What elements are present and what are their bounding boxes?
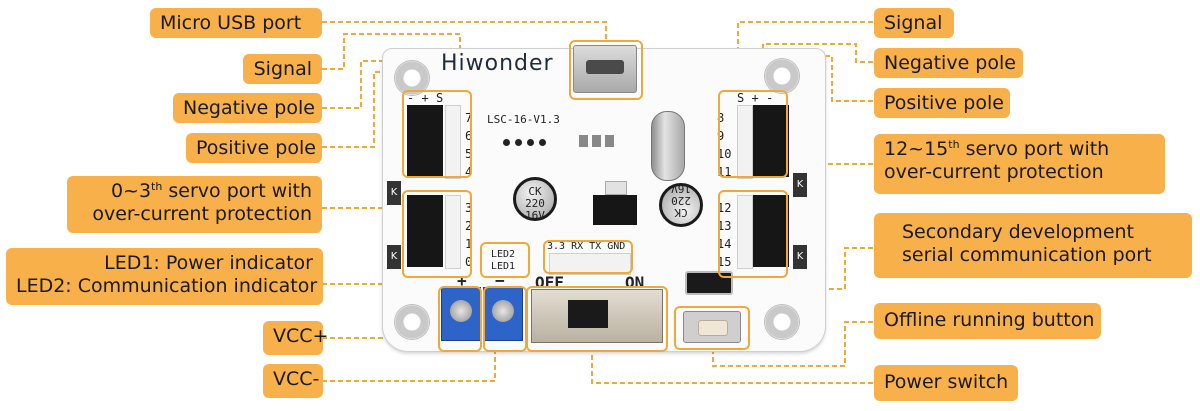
label-signal-left: Signal <box>243 54 322 84</box>
offline-running-button[interactable] <box>683 311 741 343</box>
fuse-bottom <box>685 271 733 295</box>
label-vcc-minus: VCC- <box>263 364 323 398</box>
terminal-minus-label: − <box>495 271 505 290</box>
leader-offline <box>712 321 873 367</box>
label-signal-right: Signal <box>874 8 954 38</box>
highlight-vcc-minus <box>483 286 527 352</box>
highlight-servo-12-15 <box>718 190 788 278</box>
highlight-leds <box>480 242 530 278</box>
highlight-servo-4-7 <box>402 90 472 178</box>
highlight-serial <box>543 240 633 274</box>
servo-header-0-3 <box>407 195 443 267</box>
leader-negative-right <box>762 43 873 84</box>
mount-hole-bottom-left <box>395 305 429 339</box>
crystal-oscillator <box>651 111 685 181</box>
servo-header-8-11 <box>753 105 789 177</box>
servo-header-12-15 <box>753 195 789 267</box>
label-vcc-plus: VCC+ <box>263 321 328 355</box>
fuse-right-bottom: K <box>793 245 807 269</box>
leader-power-switch <box>591 352 873 384</box>
leader-micro-usb <box>322 21 607 40</box>
label-servo-12-15: 12~15th servo port with over-current pro… <box>874 134 1165 194</box>
highlight-servo-8-11 <box>718 90 788 178</box>
highlight-servo-0-3 <box>402 190 472 278</box>
label-negative-pole-right: Negative pole <box>874 48 1023 78</box>
leader-vcc-minus <box>322 352 496 382</box>
label-positive-pole-right: Positive pole <box>874 88 1010 118</box>
fuse-left-bottom: K <box>387 245 401 269</box>
mount-hole-bottom-right <box>765 305 799 339</box>
program-pads <box>503 139 549 147</box>
highlight-micro-usb <box>569 40 643 100</box>
model-label: LSC-16-V1.3 <box>487 113 560 126</box>
highlight-vcc-plus <box>438 286 482 352</box>
label-power-switch: Power switch <box>874 365 1018 401</box>
servo-header-4-7 <box>407 105 443 177</box>
serial-port-label: 3.3 RX TX GND <box>547 241 626 252</box>
mount-hole-top-left <box>395 61 429 95</box>
label-negative-pole-left: Negative pole <box>173 93 322 123</box>
highlight-offline-button <box>674 306 750 350</box>
power-switch[interactable] <box>531 289 663 343</box>
label-micro-usb-port: Micro USB port <box>150 8 322 38</box>
label-servo-0-3: 0~3th servo port with over-current prote… <box>67 176 322 233</box>
micro-usb-port <box>573 45 637 93</box>
mount-hole-top-right <box>765 59 799 93</box>
highlight-power-switch <box>526 286 668 352</box>
brand-logo: Hiwonder <box>441 51 554 76</box>
left-header-pin-labels: - + S <box>407 91 444 105</box>
resistors <box>579 135 615 147</box>
fuse-right-top: K <box>793 173 807 197</box>
leader-positive-left <box>322 71 420 148</box>
label-serial-port: Secondary development serial communicati… <box>874 213 1192 278</box>
right-header-pin-labels: S + - <box>737 91 774 105</box>
label-offline-running-button: Offline running button <box>874 303 1101 339</box>
voltage-regulator <box>593 195 637 225</box>
serial-port <box>549 253 631 275</box>
terminal-plus-label: + <box>457 271 467 290</box>
label-positive-pole-left: Positive pole <box>186 133 322 163</box>
label-led-indicators: LED1: Power indicator LED2: Communicatio… <box>6 248 323 305</box>
fuse-left-top: K <box>387 181 401 205</box>
